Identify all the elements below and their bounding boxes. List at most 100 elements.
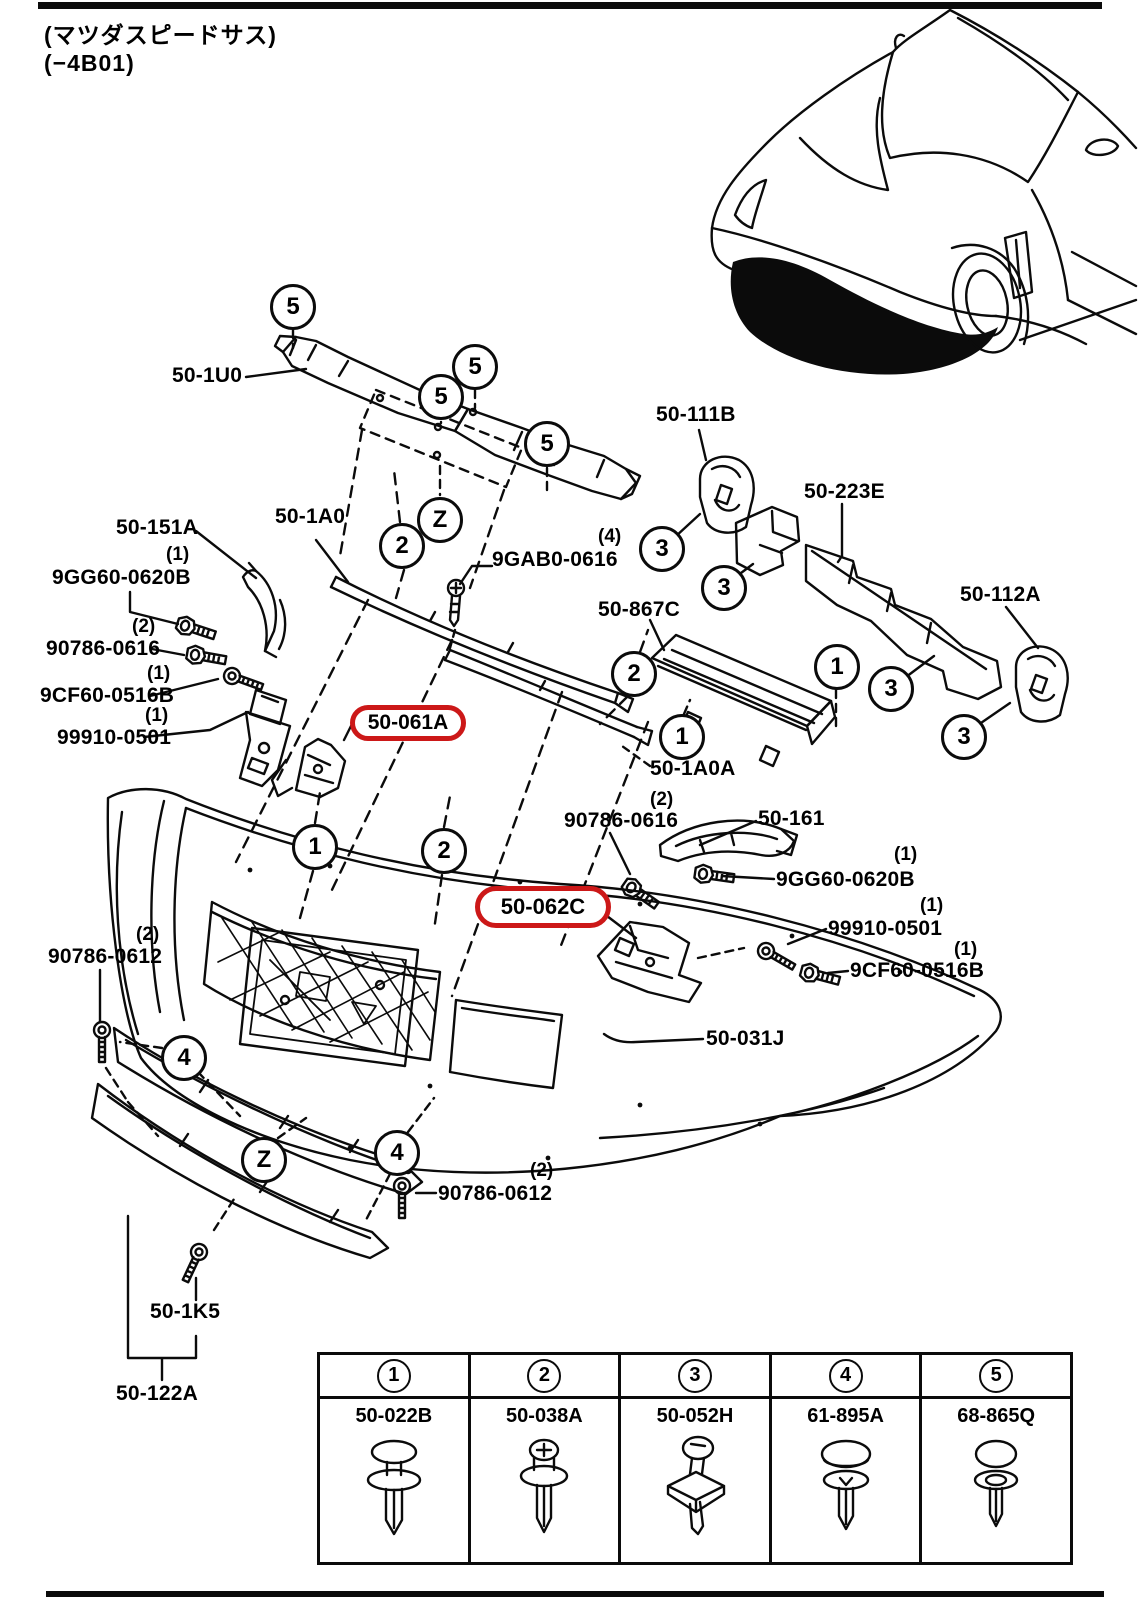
fastener-table: 1 50-022B 2 50-038A 3 [317, 1352, 1073, 1565]
fastener-part-number: 50-022B [355, 1405, 433, 1427]
fastener-part-number: 50-038A [506, 1405, 583, 1427]
label-50-031j: 50-031J [706, 1027, 785, 1050]
fastener-cell: 50-022B [320, 1399, 468, 1562]
callout-3: 3 [639, 526, 685, 572]
callout-5: 5 [452, 344, 498, 390]
bracket-50-151a [128, 529, 292, 788]
highlighted-label-50-062c: 50-062C [475, 886, 611, 928]
callout-number: 1 [675, 723, 689, 750]
callout-number: 4 [177, 1044, 191, 1071]
label-50-1u0: 50-1U0 [172, 364, 243, 387]
fastener-column: 3 50-052H [621, 1355, 772, 1562]
callout-number: 5 [286, 293, 300, 320]
label-50-223e: 50-223E [804, 480, 885, 503]
callout-3: 3 [941, 714, 987, 760]
bracket-50-061a [270, 722, 354, 799]
qty-90786-0616-right: (2) [650, 789, 674, 810]
fastener-cell: 50-038A [471, 1399, 619, 1562]
fastener-part-number: 68-865Q [957, 1405, 1036, 1427]
callout-1: 1 [814, 644, 860, 690]
qty-90786-0612-left: (2) [136, 924, 160, 945]
callout-2: 2 [421, 828, 467, 874]
header-japanese-line1: (マツダスピードサス) [44, 22, 277, 48]
callout-number: 5 [468, 353, 482, 380]
label-90786-0612-left: 90786-0612 [48, 945, 163, 968]
under-cover-strips [90, 968, 438, 1382]
label-90786-0616-right: 90786-0616 [564, 809, 679, 832]
label-9cf60-right: 9CF60-0516B [850, 959, 985, 982]
callout-z: Z [241, 1137, 287, 1183]
circled-number: 4 [828, 1358, 863, 1393]
callout-3: 3 [701, 565, 747, 611]
label-50-151a: 50-151A [116, 516, 198, 539]
top-scan-bar [38, 2, 1102, 9]
callout-1: 1 [292, 824, 338, 870]
fastener-part-number: 61-895A [807, 1405, 884, 1427]
cap-50-112a [976, 605, 1069, 727]
fastener-header: 3 [621, 1355, 769, 1399]
label-99910-left: 99910-0501 [57, 726, 172, 749]
callout-2: 2 [379, 523, 425, 569]
circled-number: 5 [979, 1358, 1014, 1393]
callout-number: 3 [884, 675, 898, 702]
callout-3: 3 [868, 666, 914, 712]
label-50-1k5: 50-1K5 [150, 1300, 221, 1323]
label-50-867c: 50-867C [598, 598, 680, 621]
screw-with-plate-icon [666, 1435, 726, 1536]
qty-99910-left: (1) [145, 705, 169, 726]
label-50-111b: 50-111B [656, 403, 736, 426]
circled-number: 3 [677, 1358, 712, 1393]
fastener-cell: 61-895A [772, 1399, 920, 1562]
push-rivet-icon [366, 1439, 421, 1536]
fastener-column: 2 50-038A [470, 1355, 622, 1562]
callout-number: 3 [717, 574, 731, 601]
callout-number: 5 [540, 430, 554, 457]
callout-number: 4 [390, 1139, 404, 1166]
fastener-column: 5 68-865Q [922, 1355, 1070, 1562]
highlighted-label-50-061a: 50-061A [350, 705, 466, 741]
qty-99910-right: (1) [920, 895, 944, 916]
fastener-header: 2 [470, 1355, 619, 1399]
qty-9gab0: (4) [598, 526, 622, 547]
fastener-cell: 50-052H [621, 1399, 769, 1562]
bottom-scan-bar [46, 1591, 1104, 1597]
label-50-161: 50-161 [758, 807, 825, 830]
fastener-column: 4 61-895A [771, 1355, 923, 1562]
absorber-50-223e [734, 502, 1003, 701]
fastener-header: 5 [922, 1355, 1070, 1399]
callout-number: 3 [655, 535, 669, 562]
header-code-line2: (−4B01) [44, 50, 135, 76]
ball-rivet-icon [973, 1439, 1019, 1528]
screw-rivet-icon [520, 1438, 569, 1534]
callout-z: Z [417, 497, 463, 543]
callout-letter: Z [256, 1146, 272, 1173]
qty-90786-0616-left: (2) [132, 616, 156, 637]
label-50-122a: 50-122A [116, 1382, 198, 1405]
qty-9cf60-left: (1) [147, 663, 171, 684]
bracket-50-062c [596, 914, 703, 1004]
fastener-header: 4 [771, 1355, 920, 1399]
callout-1: 1 [659, 714, 705, 760]
label-50-112a: 50-112A [960, 583, 1041, 606]
reinforcement-50-867c [648, 618, 838, 768]
fastener-header: 1 [320, 1355, 468, 1399]
qty-9gg60-right: (1) [894, 844, 918, 865]
qty-90786-0612-bottom: (2) [530, 1160, 554, 1181]
callout-5: 5 [418, 374, 464, 420]
fastener-column: 1 50-022B [320, 1355, 471, 1562]
callout-number: 3 [957, 723, 971, 750]
callout-letter: Z [432, 506, 448, 533]
circled-number: 2 [527, 1358, 562, 1393]
callout-number: 1 [308, 833, 322, 860]
screw-9gab0-0616 [446, 564, 494, 650]
callout-number: 1 [830, 653, 844, 680]
callout-5: 5 [524, 421, 570, 467]
fastener-cell: 68-865Q [922, 1399, 1070, 1562]
callout-4: 4 [374, 1130, 420, 1176]
callout-4: 4 [161, 1035, 207, 1081]
qty-9gg60-left: (1) [166, 544, 190, 565]
label-50-1a0a: 50-1A0A [650, 757, 736, 780]
label-50-1a0: 50-1A0 [275, 505, 346, 528]
label-9gg60-left: 9GG60-0620B [52, 566, 191, 589]
